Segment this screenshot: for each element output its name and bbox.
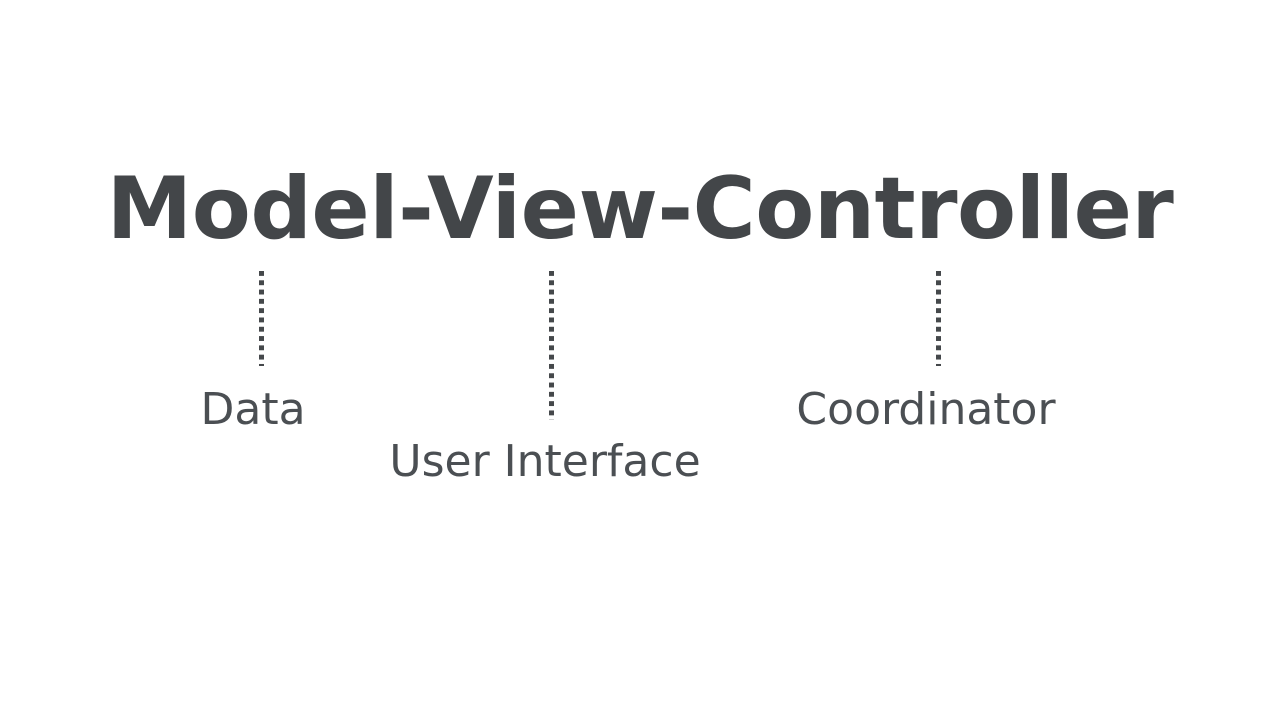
label-view-user-interface: User Interface	[389, 436, 701, 487]
connector-line-controller	[936, 271, 941, 366]
label-controller-coordinator: Coordinator	[796, 384, 1056, 435]
page-title: Model-View-Controller	[106, 159, 1174, 259]
connector-line-model	[259, 271, 264, 366]
connector-line-view	[549, 271, 554, 420]
label-model-data: Data	[200, 384, 306, 435]
